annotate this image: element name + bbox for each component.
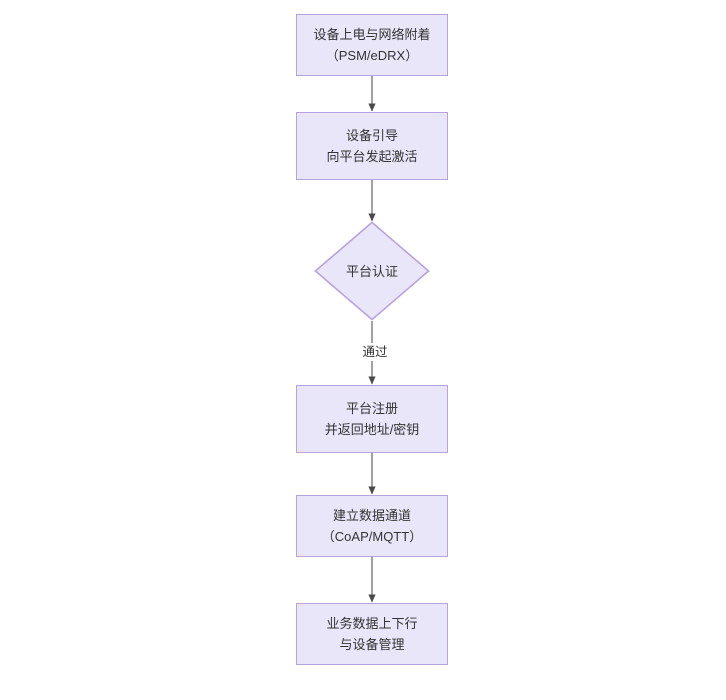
node-platform-registration[interactable]: 平台注册 并返回地址/密钥 [296, 385, 448, 453]
node-line: 设备引导 [345, 128, 398, 143]
node-line: 平台认证 [345, 263, 398, 279]
node-line: 业务数据上下行 [326, 616, 418, 631]
node-device-bootstrap[interactable]: 设备引导 向平台发起激活 [296, 112, 448, 180]
node-line: （CoAP/MQTT） [321, 529, 423, 544]
node-device-power-on[interactable]: 设备上电与网络附着 （PSM/eDRX） [296, 14, 448, 76]
node-line: 设备上电与网络附着 [313, 27, 431, 42]
edge-label-pass: 通过 [353, 343, 397, 361]
node-data-channel[interactable]: 建立数据通道 （CoAP/MQTT） [296, 495, 448, 557]
node-line: （PSM/eDRX） [325, 48, 419, 63]
node-line: 向平台发起激活 [326, 149, 418, 164]
node-line: 平台注册 [345, 401, 398, 416]
diamond-shape [314, 221, 430, 321]
node-line: 建立数据通道 [332, 508, 411, 523]
node-business-data-and-device-management[interactable]: 业务数据上下行 与设备管理 [296, 603, 448, 665]
node-line: 与设备管理 [339, 637, 405, 652]
node-line: 并返回地址/密钥 [324, 422, 420, 437]
node-platform-authentication[interactable]: 平台认证 [314, 221, 430, 321]
